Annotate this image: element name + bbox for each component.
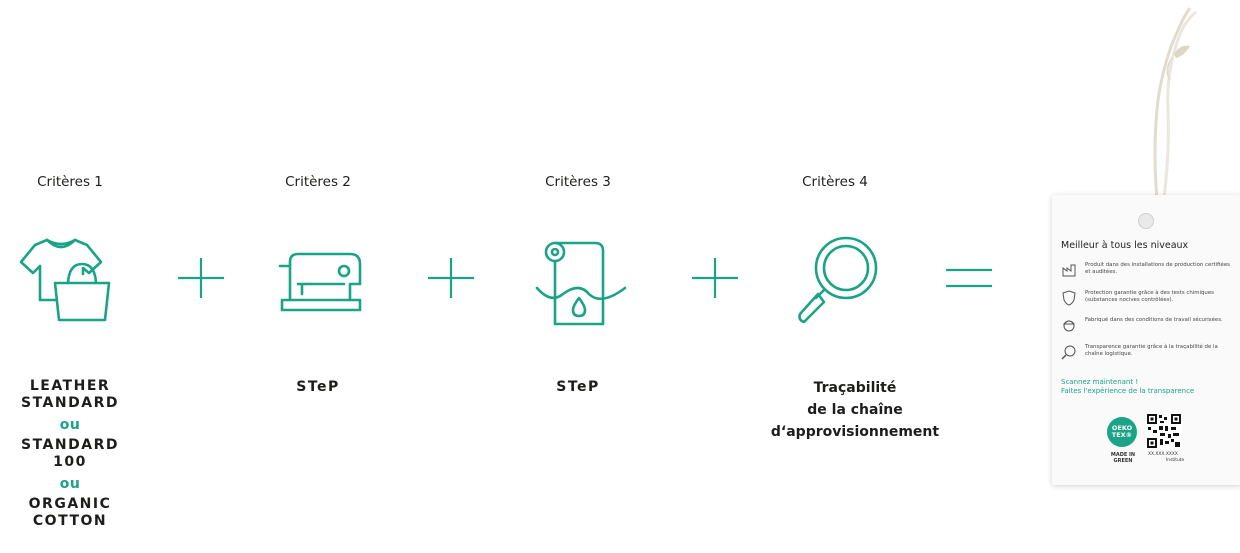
- tag-row: Fabriqué dans des conditions de travail …: [1061, 317, 1237, 343]
- traceability-line-2: de la chaîne: [807, 402, 903, 418]
- criteria-4-label: Critères 4: [802, 174, 868, 190]
- scan-line-1: Scannez maintenant !: [1061, 378, 1139, 386]
- label-code: XX.XXX.XXXX Institute: [1148, 452, 1198, 464]
- oeko-tex-logo: OEKO TEX®: [1107, 417, 1137, 447]
- worker-icon: [1062, 320, 1076, 332]
- standard-organic-1: ORGANIC: [28, 496, 112, 512]
- tag-row-text: Transparence garantie grâce à la traçabi…: [1085, 344, 1218, 357]
- traceability-text: Traçabilité de la chaîne d‘approvisionne…: [745, 377, 965, 443]
- scan-call-to-action: Scannez maintenant ! Faites l'expérience…: [1061, 378, 1240, 396]
- made-line-2: GREEN: [1113, 458, 1133, 464]
- standard-100-1: STANDARD: [21, 437, 119, 453]
- standard-leather-2: STANDARD: [21, 395, 119, 411]
- standard-100-2: 100: [53, 454, 87, 470]
- traceability-line-3: d‘approvisionnement: [770, 424, 940, 440]
- scan-line-2: Faites l'expérience de la transparence: [1061, 387, 1195, 395]
- criteria-3-label: Critères 3: [545, 174, 611, 190]
- tag-row: Protection garantie grâce à des tests ch…: [1061, 290, 1237, 316]
- oeko-tex-hang-tag: Meilleur à tous les niveaux Produit dans…: [1052, 195, 1240, 485]
- magnifier-icon: [790, 228, 890, 328]
- plus-operator-3: [690, 258, 740, 298]
- standards-list-1: LEATHER STANDARD ou STANDARD 100 ou ORGA…: [0, 378, 160, 530]
- tag-row: Produit dans des installations de produc…: [1061, 262, 1237, 288]
- made-line-1: MADE IN: [1110, 452, 1136, 458]
- standard-step-1: STeP: [296, 379, 340, 395]
- tshirt-bag-icon: [13, 228, 113, 328]
- equals-operator: [944, 258, 994, 298]
- or-label-1: ou: [59, 417, 81, 433]
- tag-row: Transparence garantie grâce à la traçabi…: [1061, 344, 1237, 370]
- fabric-roll-water-icon: [533, 228, 633, 328]
- traceability-line-1: Traçabilité: [813, 380, 897, 396]
- or-label-2: ou: [59, 476, 81, 492]
- logo-line-2: TEX®: [1111, 431, 1133, 439]
- qr-code-icon: [1146, 413, 1182, 449]
- tag-string-icon: [1153, 7, 1197, 213]
- criteria-2-label: Critères 2: [285, 174, 351, 190]
- code-line-1: XX.XXX.XXXX: [1148, 452, 1178, 457]
- sewing-machine-icon: [268, 228, 368, 328]
- shield-icon: [1062, 290, 1076, 306]
- tag-row-text: Produit dans des installations de produc…: [1085, 262, 1230, 275]
- tag-title: Meilleur à tous les niveaux: [1061, 240, 1189, 251]
- magnifier-icon: [1061, 345, 1076, 360]
- tag-row-text: Protection garantie grâce à des tests ch…: [1085, 290, 1214, 303]
- standard-step-2: STeP: [556, 379, 600, 395]
- plus-operator-1: [176, 258, 226, 298]
- logo-line-1: OEKO: [1111, 424, 1133, 432]
- standard-leather-1: LEATHER: [29, 378, 111, 394]
- standard-organic-2: COTTON: [32, 513, 108, 529]
- plus-operator-2: [426, 258, 476, 298]
- factory-icon: [1062, 264, 1076, 277]
- made-in-green-label: MADE IN GREEN: [1102, 452, 1144, 464]
- code-line-2: Institute: [1166, 458, 1185, 463]
- tag-hole: [1138, 213, 1154, 229]
- criteria-1-label: Critères 1: [37, 174, 103, 190]
- tag-row-text: Fabriqué dans des conditions de travail …: [1085, 317, 1223, 323]
